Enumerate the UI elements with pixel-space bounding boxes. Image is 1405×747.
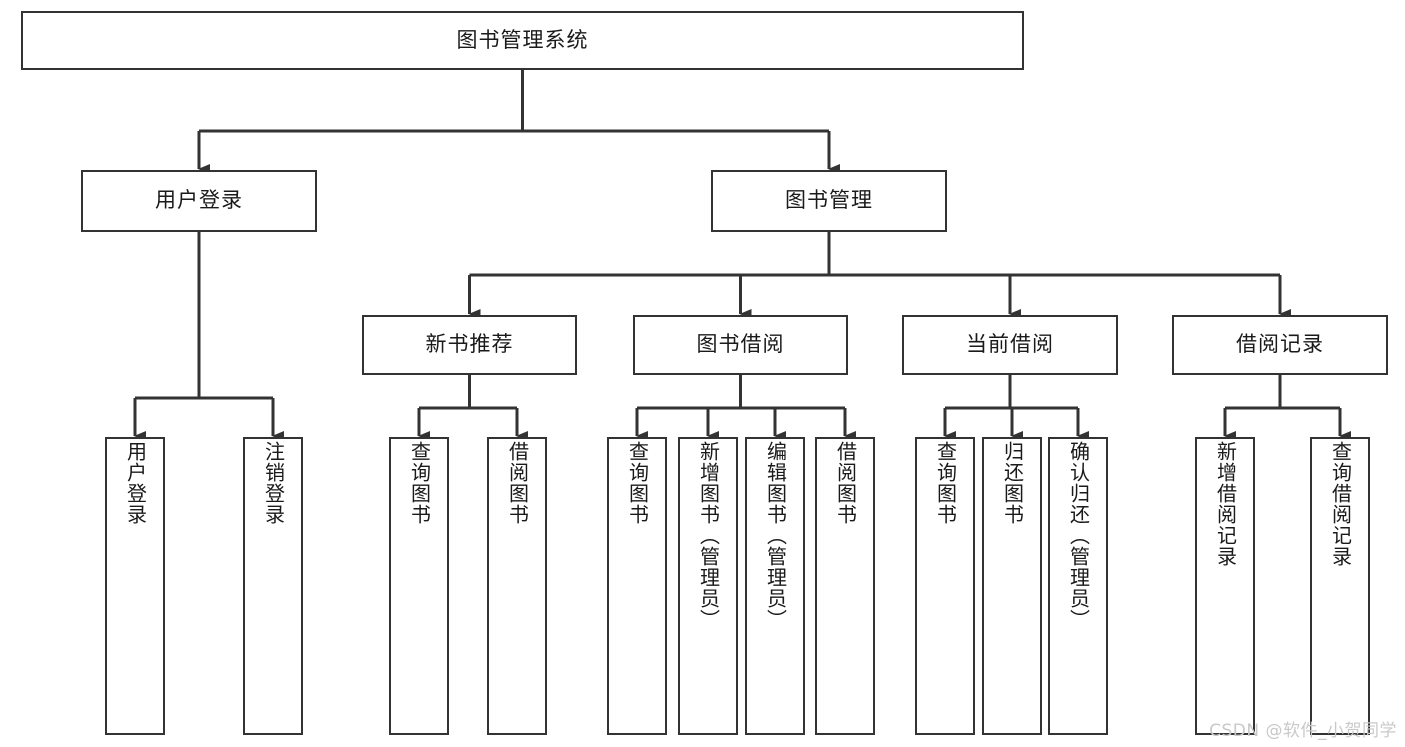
- node-leaf-query-record[interactable]: 查询借阅记录: [1310, 437, 1370, 735]
- node-root-system[interactable]: 图书管理系统: [21, 11, 1024, 70]
- node-leaf-borrow-book[interactable]: 借阅图书: [815, 437, 875, 735]
- node-leaf-add-book[interactable]: 新增图书（管理员）: [678, 437, 738, 735]
- node-leaf-user-logout[interactable]: 注销登录: [243, 437, 303, 735]
- node-leaf-edit-book-label: 编辑图书（管理员）: [763, 441, 788, 630]
- node-leaf-query-book-borrow[interactable]: 查询图书: [607, 437, 667, 735]
- node-leaf-borrow-book-label: 借阅图书: [833, 441, 858, 525]
- node-current-borrow[interactable]: 当前借阅: [902, 315, 1118, 375]
- node-book-borrow-label: 图书借阅: [696, 332, 785, 357]
- node-leaf-query-book-current-label: 查询图书: [933, 441, 958, 525]
- node-leaf-add-book-label: 新增图书（管理员）: [696, 441, 721, 630]
- node-leaf-return-book-label: 归还图书: [1000, 441, 1025, 525]
- node-borrow-record[interactable]: 借阅记录: [1172, 315, 1388, 375]
- node-leaf-query-book-borrow-label: 查询图书: [625, 441, 650, 525]
- node-leaf-confirm-return[interactable]: 确认归还（管理员）: [1048, 437, 1108, 735]
- node-leaf-user-login-label: 用户登录: [123, 441, 148, 525]
- node-root-system-label: 图书管理系统: [456, 27, 589, 52]
- node-leaf-return-book[interactable]: 归还图书: [982, 437, 1042, 735]
- node-leaf-user-login[interactable]: 用户登录: [105, 437, 165, 735]
- node-leaf-borrow-book-rec-label: 借阅图书: [505, 441, 530, 525]
- node-leaf-confirm-return-label: 确认归还（管理员）: [1066, 441, 1091, 630]
- node-leaf-edit-book[interactable]: 编辑图书（管理员）: [745, 437, 805, 735]
- node-new-book-rec-label: 新书推荐: [425, 332, 514, 357]
- node-new-book-rec[interactable]: 新书推荐: [362, 315, 577, 375]
- node-leaf-borrow-book-rec[interactable]: 借阅图书: [487, 437, 547, 735]
- node-leaf-query-record-label: 查询借阅记录: [1328, 441, 1353, 567]
- node-leaf-user-logout-label: 注销登录: [261, 441, 286, 525]
- node-book-manage-label: 图书管理: [785, 188, 873, 213]
- node-leaf-add-record-label: 新增借阅记录: [1213, 441, 1238, 567]
- connector-lines: [133, 70, 1351, 441]
- node-user-login-label: 用户登录: [155, 188, 243, 213]
- node-book-manage[interactable]: 图书管理: [711, 170, 947, 232]
- node-leaf-query-book-rec-label: 查询图书: [407, 441, 432, 525]
- node-book-borrow[interactable]: 图书借阅: [633, 315, 848, 375]
- node-borrow-record-label: 借阅记录: [1236, 332, 1324, 357]
- node-leaf-query-book-rec[interactable]: 查询图书: [389, 437, 449, 735]
- node-current-borrow-label: 当前借阅: [966, 332, 1054, 357]
- node-leaf-add-record[interactable]: 新增借阅记录: [1195, 437, 1255, 735]
- node-user-login[interactable]: 用户登录: [81, 170, 317, 232]
- node-leaf-query-book-current[interactable]: 查询图书: [915, 437, 975, 735]
